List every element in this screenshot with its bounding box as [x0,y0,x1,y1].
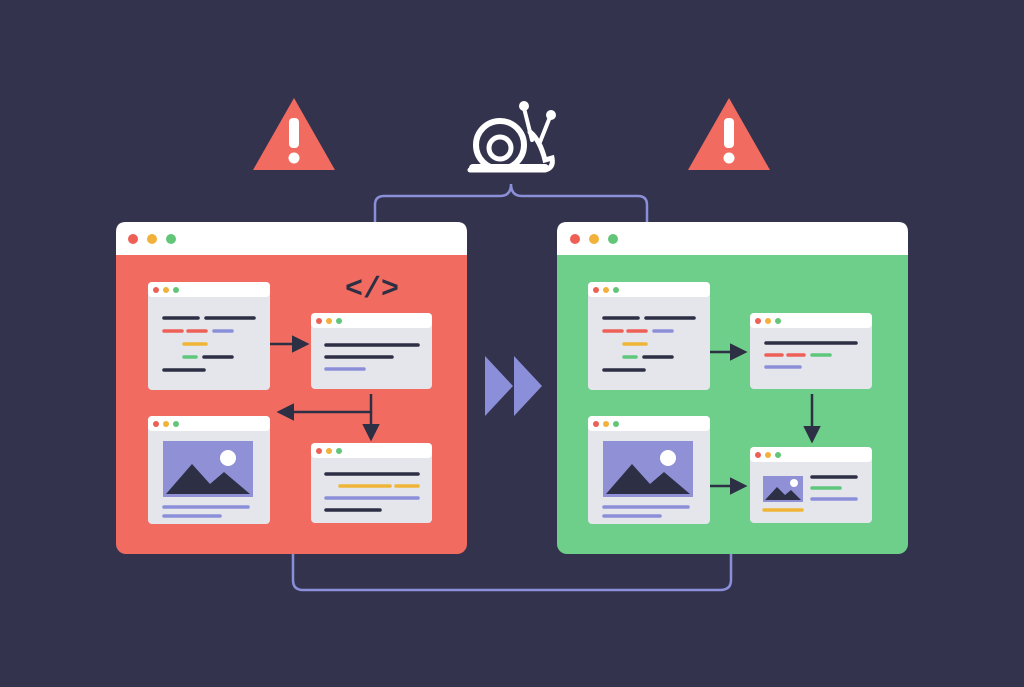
text-card [750,313,872,389]
fast-forward-icon [485,356,542,416]
image-card [588,416,710,524]
styled-text-card [311,443,432,523]
image-card [148,416,270,524]
image-placeholder-icon [163,441,253,497]
text-card [311,313,432,389]
code-brackets-icon: </> [345,273,399,307]
image-placeholder-icon [603,441,693,497]
image-placeholder-icon [763,476,803,502]
warning-triangle-icon [253,98,335,170]
connector-top [373,183,656,272]
snail-icon [467,101,556,173]
connector-bottom [291,553,733,592]
warning-triangle-icon [688,98,770,170]
compact-media-card [750,447,872,523]
code-card [148,282,270,390]
code-card [588,282,710,390]
